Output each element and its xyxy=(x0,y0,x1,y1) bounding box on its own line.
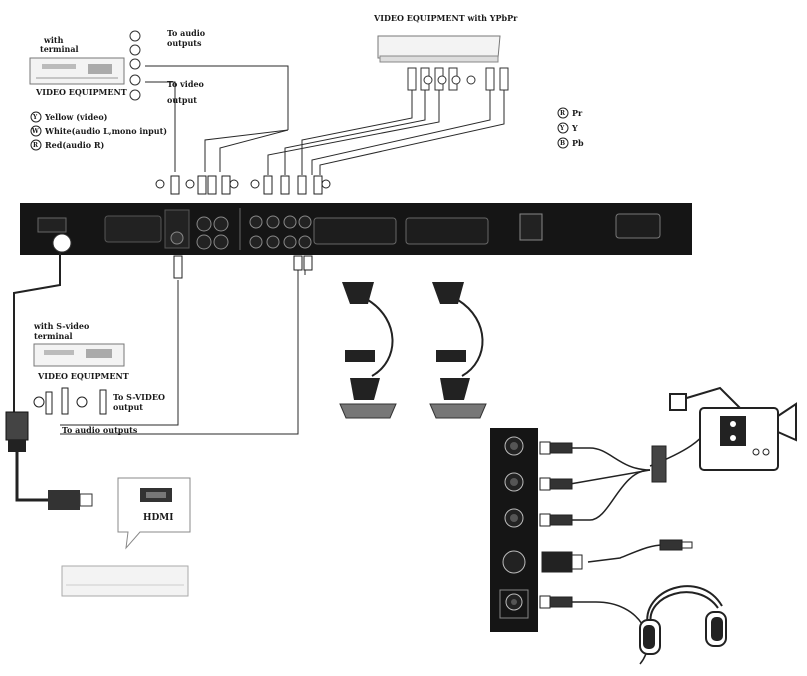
headphones xyxy=(639,585,727,655)
legend-yellow: Yellow (video) xyxy=(45,112,108,122)
outputs-label: outputs xyxy=(167,38,202,48)
legend-pb: Pb xyxy=(572,138,584,148)
video-equipment-top-label: VIDEO EQUIPMENT xyxy=(36,87,127,97)
antenna-port xyxy=(519,213,543,241)
scart-port-1 xyxy=(313,217,397,245)
video-output-label: output xyxy=(167,95,197,105)
upper-plugs xyxy=(155,175,331,195)
with-svideo-label: with S-video xyxy=(34,321,90,331)
camcorder xyxy=(669,386,797,471)
to-audio-outputs-bottom-label: To audio outputs xyxy=(62,425,138,435)
ypbpr-equipment-label: VIDEO EQUIPMENT with YPbPr xyxy=(374,13,518,23)
power-port xyxy=(615,213,661,239)
legend-letter-pr: R xyxy=(560,110,565,117)
legend-red: Red(audio R) xyxy=(45,140,105,150)
hdmi-port xyxy=(37,217,67,233)
legend-letter-r: R xyxy=(33,142,38,149)
legend-markers xyxy=(30,107,569,151)
top-vcr-jacks xyxy=(129,30,141,101)
side-plugs xyxy=(539,441,693,609)
tv-rear-panel xyxy=(20,203,692,255)
scart-port-2 xyxy=(405,217,489,245)
legend-letter-y: Y xyxy=(33,114,38,121)
scart-cable-2 xyxy=(429,282,487,419)
legend-letter-w: W xyxy=(32,128,39,135)
legend-letter-pb: B xyxy=(560,140,566,147)
top-cables xyxy=(145,65,505,175)
legend-y: Y xyxy=(572,123,578,133)
to-video-output-label: To video xyxy=(167,79,204,89)
vga-port xyxy=(104,215,162,243)
side-av-panel xyxy=(490,428,538,632)
vcr-device-svideo xyxy=(33,343,125,367)
to-audio-outputs-top-label: To audio xyxy=(167,28,206,38)
with-terminal-label: with xyxy=(44,35,64,45)
hdmi-callout xyxy=(117,477,191,550)
video-equipment-mid-label: VIDEO EQUIPMENT xyxy=(38,371,129,381)
ypbpr-device xyxy=(377,35,501,63)
legend-white: White(audio L,mono input) xyxy=(45,126,168,136)
legend-letter-py: Y xyxy=(560,125,565,132)
hdmi-cable xyxy=(5,233,93,510)
svideo-output-label: output xyxy=(113,402,143,412)
scart-cable-1 xyxy=(339,282,397,419)
legend-pr: Pr xyxy=(572,108,583,118)
vcr-device-top xyxy=(29,57,125,85)
hdmi-device xyxy=(61,565,189,597)
to-svideo-output-label: To S-VIDEO xyxy=(113,392,165,402)
svideo-plugs xyxy=(33,255,313,415)
terminal-label: terminal xyxy=(40,44,79,54)
svideo-terminal-label: terminal xyxy=(34,331,73,341)
ypbpr-plugs xyxy=(407,67,509,91)
hdmi-label: HDMI xyxy=(143,513,174,523)
